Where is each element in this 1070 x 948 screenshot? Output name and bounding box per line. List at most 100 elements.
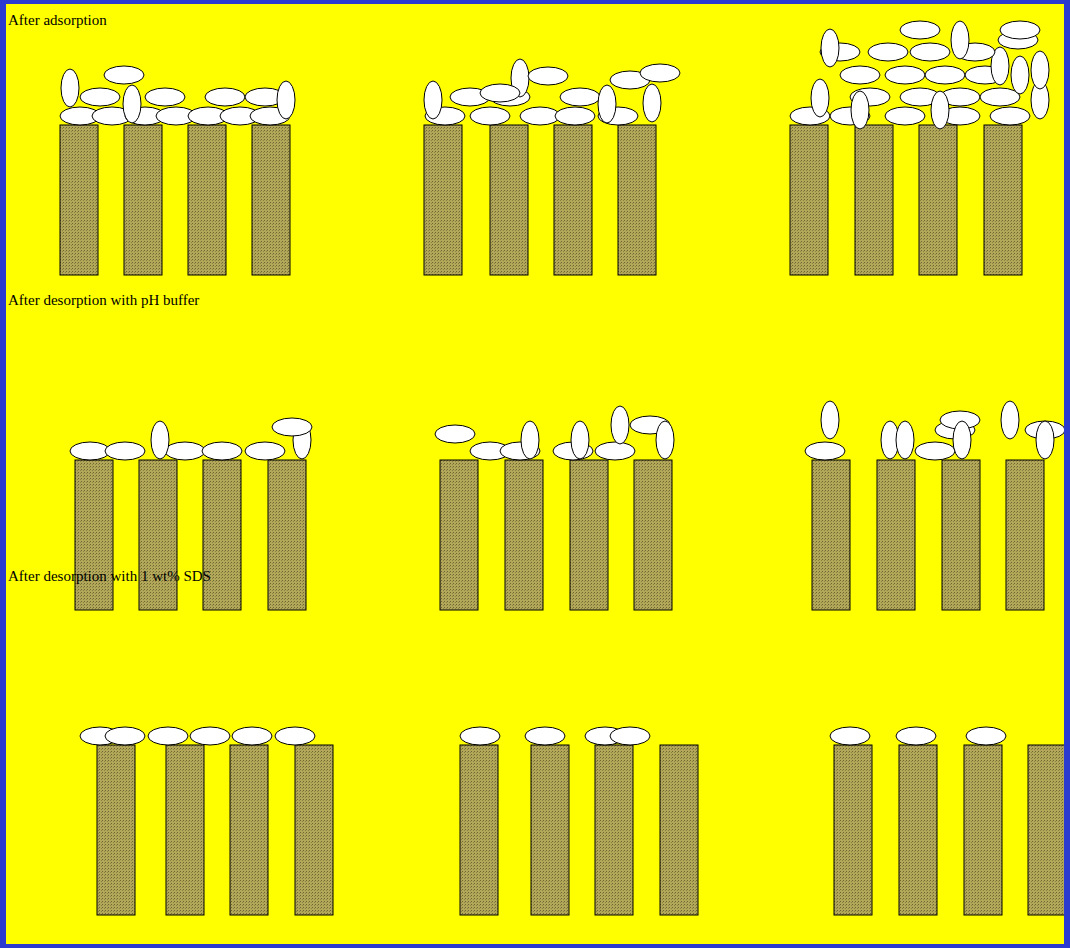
protein-molecule <box>951 21 969 59</box>
protein-molecule <box>528 67 568 85</box>
protein-molecule <box>424 81 442 119</box>
protein-molecule <box>840 66 880 84</box>
row-label: After desorption with pH buffer <box>8 291 199 309</box>
protein-molecule <box>571 421 589 459</box>
protein-molecule <box>830 727 870 745</box>
pore-wall <box>124 125 162 275</box>
protein-molecule <box>595 442 635 460</box>
protein-molecule <box>560 88 600 106</box>
pore-wall <box>490 125 528 275</box>
protein-molecule <box>190 727 230 745</box>
protein-molecule <box>104 66 144 84</box>
slide-background: After adsorptionAfter desorption with pH… <box>6 4 1064 944</box>
protein-molecule <box>470 107 510 125</box>
protein-molecule <box>435 425 475 443</box>
pore-wall <box>166 745 204 915</box>
protein-molecule <box>900 21 940 39</box>
pore-wall <box>790 125 828 275</box>
protein-molecule <box>245 442 285 460</box>
protein-molecule <box>980 88 1020 106</box>
pore-wall <box>899 745 937 915</box>
protein-molecule <box>555 107 595 125</box>
row-label: After desorption with 1 wt% SDS <box>8 567 211 585</box>
protein-molecule <box>123 85 141 123</box>
protein-molecule <box>611 406 629 444</box>
pore-wall <box>252 125 290 275</box>
pore-wall <box>75 460 113 610</box>
pore-wall <box>855 125 893 275</box>
protein-molecule <box>275 727 315 745</box>
protein-molecule <box>640 64 680 82</box>
protein-molecule <box>460 727 500 745</box>
protein-molecule <box>896 421 914 459</box>
protein-molecule <box>868 43 908 61</box>
pore-wall <box>295 745 333 915</box>
protein-molecule <box>953 421 971 459</box>
pore-wall <box>139 460 177 610</box>
pore-wall <box>505 460 543 610</box>
pore-wall <box>97 745 135 915</box>
pore-wall <box>460 745 498 915</box>
pore-wall <box>812 460 850 610</box>
protein-molecule <box>277 81 295 119</box>
pore-wall <box>268 460 306 610</box>
protein-molecule <box>896 727 936 745</box>
protein-molecule <box>1001 401 1019 439</box>
protein-molecule <box>148 727 188 745</box>
pore-wall <box>618 125 656 275</box>
protein-molecule <box>885 107 925 125</box>
protein-molecule <box>480 84 520 102</box>
protein-molecule <box>610 727 650 745</box>
protein-molecule <box>1000 21 1040 39</box>
protein-molecule <box>805 442 845 460</box>
protein-molecule <box>931 91 949 129</box>
pore-wall <box>554 125 592 275</box>
pore-wall <box>531 745 569 915</box>
protein-molecule <box>145 88 185 106</box>
protein-molecule <box>915 442 955 460</box>
protein-molecule <box>821 401 839 439</box>
protein-molecule <box>1031 51 1049 89</box>
protein-molecule <box>70 442 110 460</box>
pore-wall <box>595 745 633 915</box>
protein-molecule <box>205 88 245 106</box>
protein-molecule <box>1036 421 1054 459</box>
pore-wall <box>60 125 98 275</box>
protein-molecule <box>811 79 829 117</box>
protein-molecule <box>885 66 925 84</box>
protein-molecule <box>1011 56 1029 94</box>
pore-wall <box>919 125 957 275</box>
adsorption-illustration <box>6 4 1064 944</box>
protein-molecule <box>151 421 169 459</box>
protein-molecule <box>643 84 661 122</box>
pore-wall <box>877 460 915 610</box>
protein-molecule <box>598 85 616 123</box>
protein-molecule <box>521 421 539 459</box>
pore-wall <box>634 460 672 610</box>
protein-molecule <box>80 88 120 106</box>
pore-wall <box>1028 745 1064 915</box>
protein-molecule <box>272 418 312 436</box>
protein-molecule <box>105 727 145 745</box>
protein-molecule <box>165 442 205 460</box>
pore-wall <box>1006 460 1044 610</box>
protein-molecule <box>925 66 965 84</box>
protein-molecule <box>821 29 839 67</box>
protein-molecule <box>656 421 674 459</box>
pore-wall <box>984 125 1022 275</box>
protein-molecule <box>910 43 950 61</box>
pore-wall <box>660 745 698 915</box>
pore-wall <box>188 125 226 275</box>
pore-wall <box>942 460 980 610</box>
pore-wall <box>203 460 241 610</box>
row-label: After adsorption <box>8 11 107 29</box>
pore-wall <box>964 745 1002 915</box>
protein-molecule <box>990 107 1030 125</box>
protein-molecule <box>525 727 565 745</box>
protein-molecule <box>232 727 272 745</box>
protein-molecule <box>202 442 242 460</box>
protein-molecule <box>61 69 79 107</box>
pore-wall <box>424 125 462 275</box>
protein-molecule <box>105 442 145 460</box>
pore-wall <box>570 460 608 610</box>
